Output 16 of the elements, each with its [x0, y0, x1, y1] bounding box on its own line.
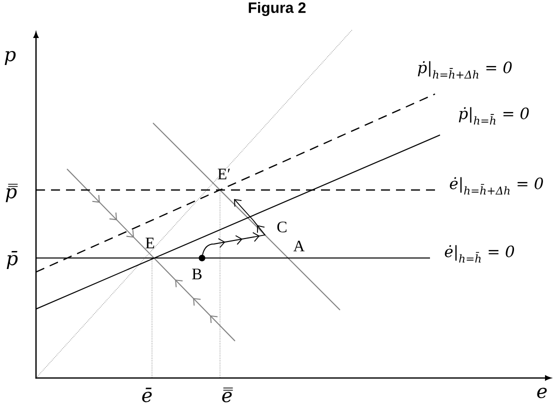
tick-label: e̿ — [222, 388, 233, 402]
point-label: B — [192, 268, 202, 280]
axis-label: e — [537, 388, 547, 398]
point-label: C — [277, 222, 286, 232]
equation-label: ė|$_{h=h̄}$ = 0 — [444, 245, 514, 262]
equation-label: ṗ|$_{h=h̄}$ = 0 — [458, 107, 529, 124]
tick-label: ē — [142, 388, 152, 402]
equation-label: ė|$_{h=h̄+Δh}$ = 0 — [450, 177, 543, 194]
point-label: E′ — [218, 168, 230, 180]
point-label: A — [293, 240, 305, 252]
axis-label: p — [4, 50, 16, 66]
equation-label: ṗ|$_{h=h̄+Δh}$ = 0 — [418, 61, 512, 78]
tick-label: p̿ — [6, 184, 18, 202]
point-label: E — [146, 238, 154, 248]
title: Figura 2 — [248, 2, 306, 16]
tick-label: p̄ — [6, 250, 18, 270]
